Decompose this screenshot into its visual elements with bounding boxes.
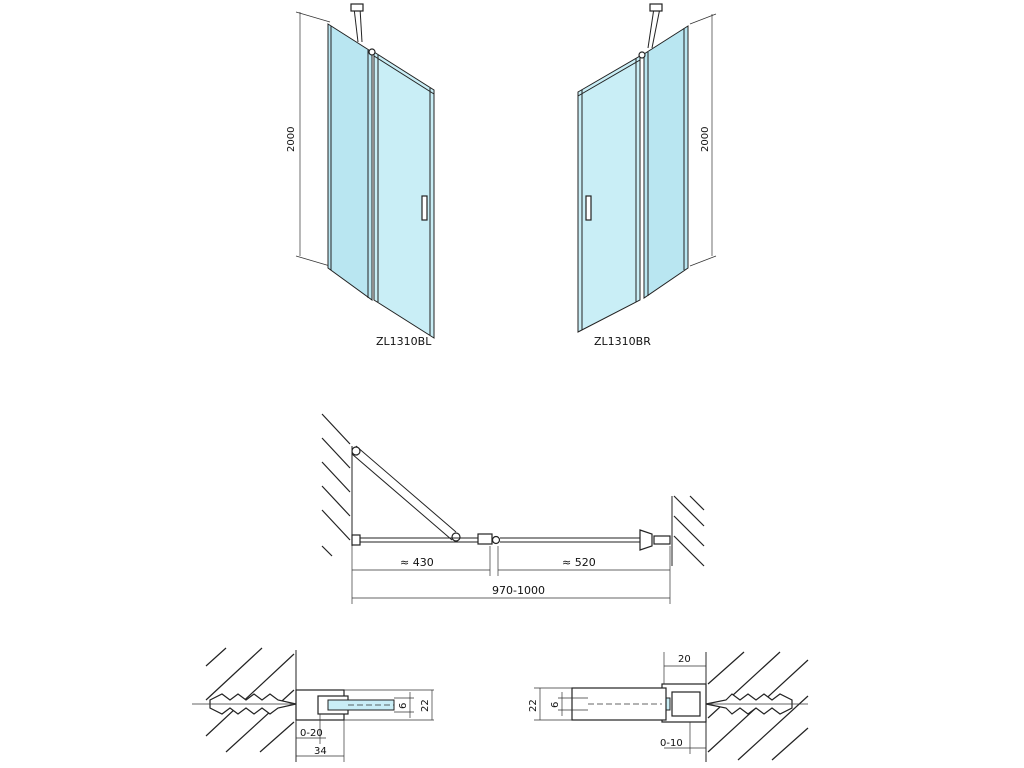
right-model-label: ZL1310BR — [594, 335, 651, 348]
right-fixed-panel — [643, 25, 689, 299]
detail-right: 20 22 6 0-10 — [528, 651, 809, 762]
left-wall-hatch — [321, 413, 351, 557]
detail-left-dim-width: 34 — [314, 746, 327, 757]
plan-view: ≈ 430 ≈ 520 970-1000 — [321, 413, 705, 604]
right-door-handle — [585, 195, 592, 221]
detail-left-dim-profile: 22 — [420, 699, 431, 712]
right-stabilizer-bar — [647, 3, 663, 49]
detail-left-dim-adjust: 0-20 — [300, 728, 323, 739]
plan-dim-fixed: ≈ 430 — [400, 556, 434, 569]
right-wall-hatch — [673, 495, 705, 567]
elevation-left: 2000 ZL1310BL — [286, 3, 435, 348]
plan-stabilizer-bar — [351, 445, 461, 542]
left-door-handle — [421, 195, 428, 221]
left-stabilizer-bar — [350, 3, 364, 43]
detail-right-dim-profile: 22 — [528, 699, 539, 712]
plan-dim-door: ≈ 520 — [562, 556, 596, 569]
detail-left-wall-hatch — [205, 647, 295, 753]
elevation-right: 2000 ZL1310BR — [577, 3, 717, 348]
detail-right-dim-adjust: 0-10 — [660, 738, 683, 749]
left-model-label: ZL1310BL — [376, 335, 432, 348]
left-height-dimension: 2000 — [286, 127, 297, 152]
detail-right-dim-glass: 6 — [550, 702, 561, 708]
detail-left-dim-glass: 6 — [398, 703, 409, 709]
left-fixed-panel — [327, 23, 373, 301]
plan-dim-total: 970-1000 — [492, 584, 545, 597]
detail-left: 6 22 0-20 34 — [192, 647, 434, 762]
right-height-dimension: 2000 — [700, 127, 711, 152]
right-door-panel — [577, 55, 641, 333]
detail-right-dim-top: 20 — [678, 654, 691, 665]
left-door-panel — [373, 51, 435, 339]
